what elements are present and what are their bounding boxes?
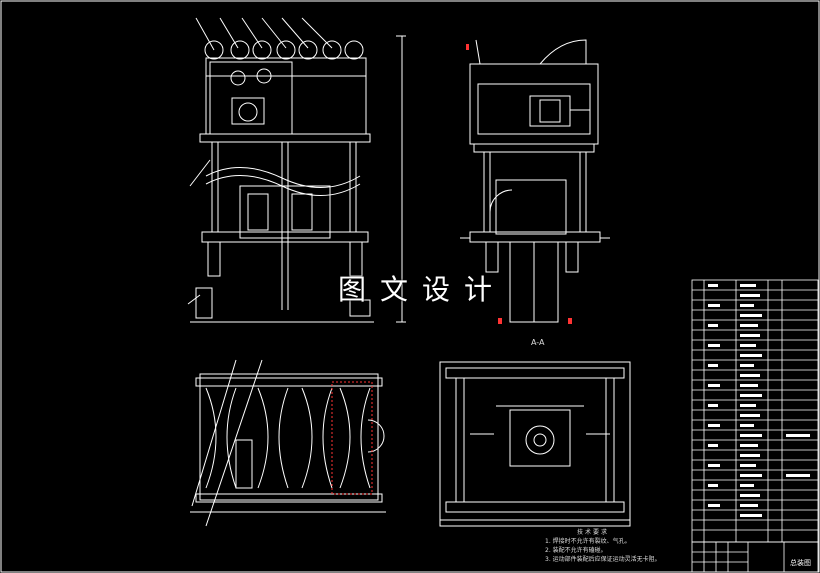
technical-requirements-notes: 技术要求 1. 焊接时不允许有裂纹、气孔。 2. 装配不允许有磕碰。 3. 运动…: [545, 528, 661, 564]
notes-item: 2. 装配不允许有磕碰。: [545, 547, 607, 554]
title-block: [691, 541, 819, 573]
top-view: [190, 359, 386, 527]
parts-list: [691, 279, 819, 543]
notes-title: 技术要求: [577, 529, 610, 536]
top-view-hatched-part: [331, 381, 373, 495]
front-view: [187, 17, 406, 323]
side-view: [460, 39, 610, 323]
side-view-mark-right: [568, 318, 572, 324]
section-label-aa: A-A: [531, 338, 545, 347]
notes-item: 3. 运动部件装配后应保证运动灵活无卡阻。: [545, 556, 661, 563]
side-view-mark-top: [466, 44, 469, 50]
section-aa-view: [439, 361, 631, 527]
parts-list-text-blocks: [708, 284, 810, 517]
drawing-name: 总装图: [790, 559, 811, 567]
watermark-text: 图文设计: [338, 273, 507, 306]
side-view-mark-left: [498, 318, 502, 324]
notes-item: 1. 焊接时不允许有裂纹、气孔。: [545, 538, 631, 545]
